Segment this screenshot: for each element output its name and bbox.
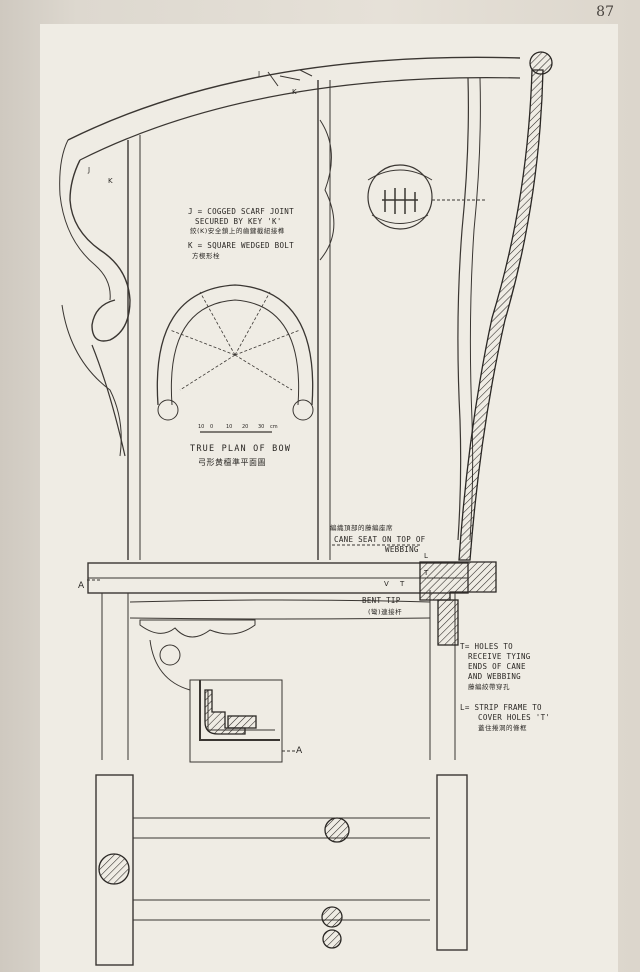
letter-t: T bbox=[424, 569, 429, 577]
section-detail bbox=[189, 679, 283, 763]
bent-tip-chinese: (彎)連接杆 bbox=[368, 608, 403, 616]
note-j-line2: SECURED BY KEY 'K' bbox=[195, 217, 282, 226]
letter-t-lower: T bbox=[400, 580, 405, 588]
bow-scale: 10 0 10 20 30 cm bbox=[196, 424, 278, 434]
cane-seat-chinese: 編織頂部的藤編座席 bbox=[330, 524, 393, 532]
scale-tick-4: 20 bbox=[242, 424, 249, 430]
holes-line1: T= HOLES TO bbox=[460, 642, 513, 651]
holes-chinese: 藤編絞帶穿孔 bbox=[468, 683, 510, 691]
stretcher-section-top bbox=[324, 817, 350, 843]
holes-line2: RECEIVE TYING bbox=[468, 652, 531, 661]
scale-tick-3: 10 bbox=[226, 424, 233, 430]
scale-tick-5: 30 bbox=[258, 424, 265, 430]
page-number: 87 bbox=[596, 4, 614, 20]
drawing-plate: J = COGGED SCARF JOINT SECURED BY KEY 'K… bbox=[40, 24, 618, 972]
scale-tick-2: 0 bbox=[210, 424, 214, 430]
seat-frame-section bbox=[419, 561, 497, 601]
cane-seat-line1: CANE SEAT ON TOP OF bbox=[334, 535, 426, 544]
splat-medallion bbox=[367, 164, 433, 230]
strip-line2: COVER HOLES 'T' bbox=[478, 713, 551, 722]
letter-j-top: J bbox=[258, 70, 261, 78]
stretcher-section-low bbox=[322, 929, 342, 949]
bent-back-post-section bbox=[458, 69, 544, 561]
bow-plan-title-chinese: 弓形黄檀準平面圖 bbox=[198, 458, 266, 467]
left-scroll-arm bbox=[69, 159, 131, 342]
letter-j-left: J bbox=[88, 166, 91, 174]
section-mark-left: A bbox=[78, 581, 85, 591]
cane-seat-line2: WEBBING bbox=[385, 545, 419, 554]
note-j-line1: J = COGGED SCARF JOINT bbox=[188, 207, 294, 216]
bow-plan-title: TRUE PLAN OF BOW bbox=[190, 444, 292, 454]
post-end-circle bbox=[529, 51, 553, 75]
bow-plan-outer bbox=[156, 284, 314, 406]
letter-k-top: K bbox=[292, 88, 297, 96]
note-k-chinese: 方楔形栓 bbox=[192, 252, 220, 260]
letter-v: V bbox=[384, 580, 389, 588]
letter-k-left: K bbox=[108, 177, 113, 185]
note-j-chinese: 鉸(K)安全鎖上的齒鍵截紐接榫 bbox=[190, 227, 285, 235]
back-splat-curve bbox=[319, 119, 335, 261]
strip-chinese: 蓋住捲洞的條框 bbox=[478, 724, 527, 732]
strip-line1: L= STRIP FRAME TO bbox=[460, 703, 542, 712]
note-k-line1: K = SQUARE WEDGED BOLT bbox=[188, 241, 294, 250]
scale-unit: cm bbox=[270, 424, 278, 430]
letter-l: L bbox=[424, 552, 428, 560]
holes-line4: AND WEBBING bbox=[468, 672, 521, 681]
holes-line3: ENDS OF CANE bbox=[468, 662, 526, 671]
apron-bracket bbox=[139, 619, 256, 638]
stretcher-section-left bbox=[98, 853, 130, 885]
scale-tick-1: 10 bbox=[198, 424, 205, 430]
crest-rail-inner bbox=[79, 77, 521, 161]
bent-tip-label: BENT TIP bbox=[362, 596, 401, 605]
crest-rail-outer bbox=[67, 56, 521, 141]
stretcher-section-mid bbox=[321, 906, 343, 928]
section-mark-right: A bbox=[296, 746, 303, 756]
chair-drawing bbox=[59, 51, 553, 966]
